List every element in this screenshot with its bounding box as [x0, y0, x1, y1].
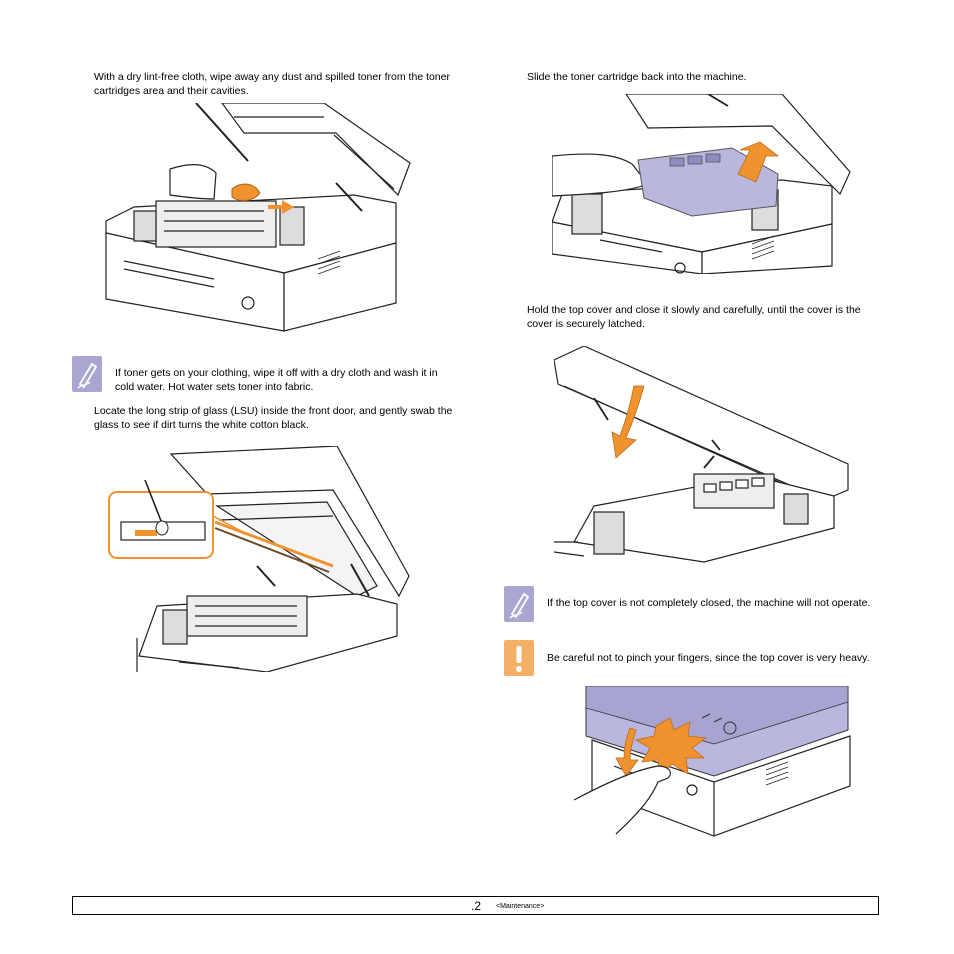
note-cover-text: If the top cover is not completely close… — [547, 597, 871, 609]
caution-exclamation-icon — [504, 640, 534, 676]
note-pencil-icon — [72, 356, 102, 392]
pinch-warning-illustration — [574, 686, 851, 837]
page-footer: .2 <Maintenance> — [72, 896, 879, 915]
footer-section-label: <Maintenance> — [496, 903, 545, 910]
step-cloth-text: With a dry lint-free cloth, wipe away an… — [94, 71, 451, 97]
step-lsu-text: Locate the long strip of glass (LSU) ins… — [94, 405, 453, 431]
wipe-toner-area-illustration — [105, 103, 411, 332]
page-number: .2 — [471, 899, 482, 913]
close-top-cover-illustration — [554, 346, 849, 563]
insert-toner-cartridge-illustration — [552, 94, 851, 274]
note-pencil-icon — [504, 586, 534, 622]
step-close-cover-text: Hold the top cover and close it slowly a… — [527, 304, 861, 330]
step-slide-text: Slide the toner cartridge back into the … — [527, 71, 747, 83]
note-toner-text: If toner gets on your clothing, wipe it … — [115, 367, 438, 393]
lsu-swab-illustration — [108, 446, 410, 672]
caution-pinch-text: Be careful not to pinch your fingers, si… — [547, 652, 870, 664]
